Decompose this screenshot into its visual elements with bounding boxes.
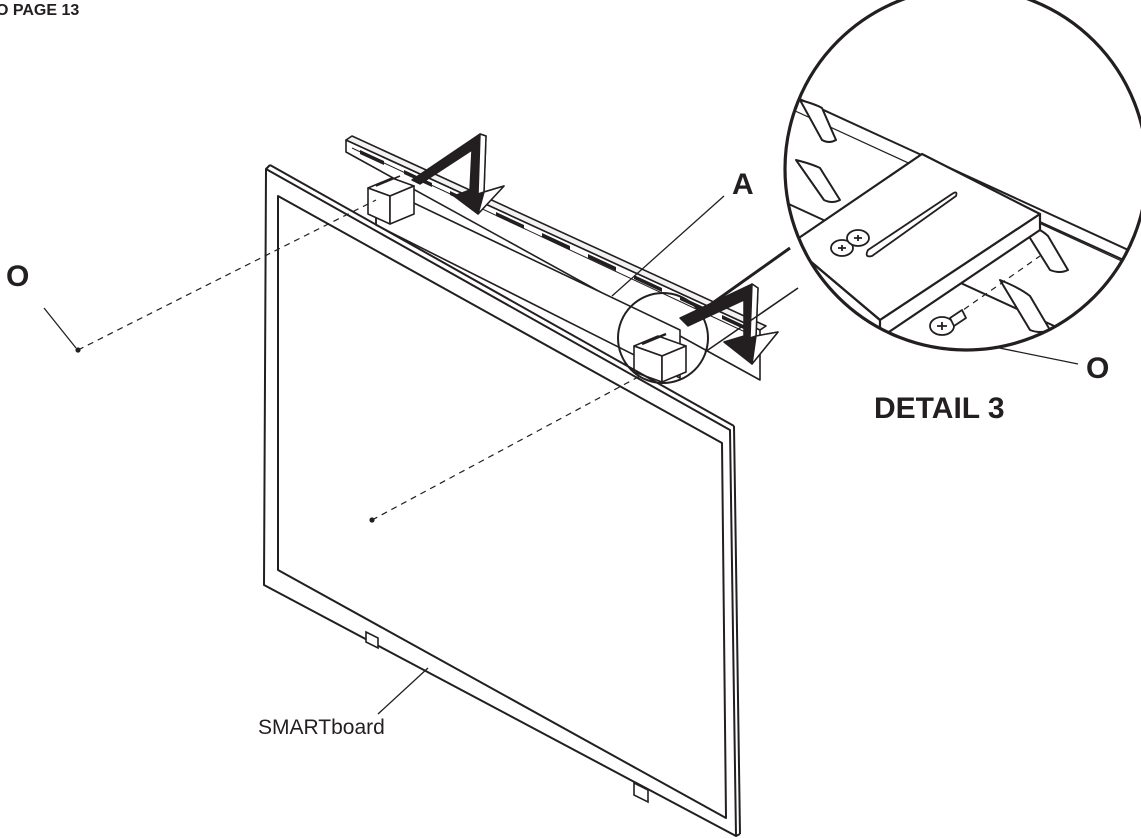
detail-3-title: DETAIL 3 [874,392,1005,425]
smartboard-feet [365,630,649,804]
detail-3-circle [783,0,1141,352]
detail-3-view [785,0,1141,350]
callout-screw-left: O [6,260,30,293]
smartboard-frame [263,164,741,837]
callout-part-a: A [732,168,754,201]
left-hook-block [367,175,415,225]
down-arrow-right [679,283,779,365]
screw-dot-center [369,517,375,523]
detail-callout-circle [617,292,709,384]
screw-paths [77,199,641,521]
callout-screw-detail: O [1086,352,1110,385]
page-reference-text: O PAGE 13 [0,2,80,19]
down-arrow-left [411,133,505,215]
detail-connector [699,246,799,353]
screw-dot-left [75,347,81,353]
smartboard-label: SMARTboard [258,716,385,739]
